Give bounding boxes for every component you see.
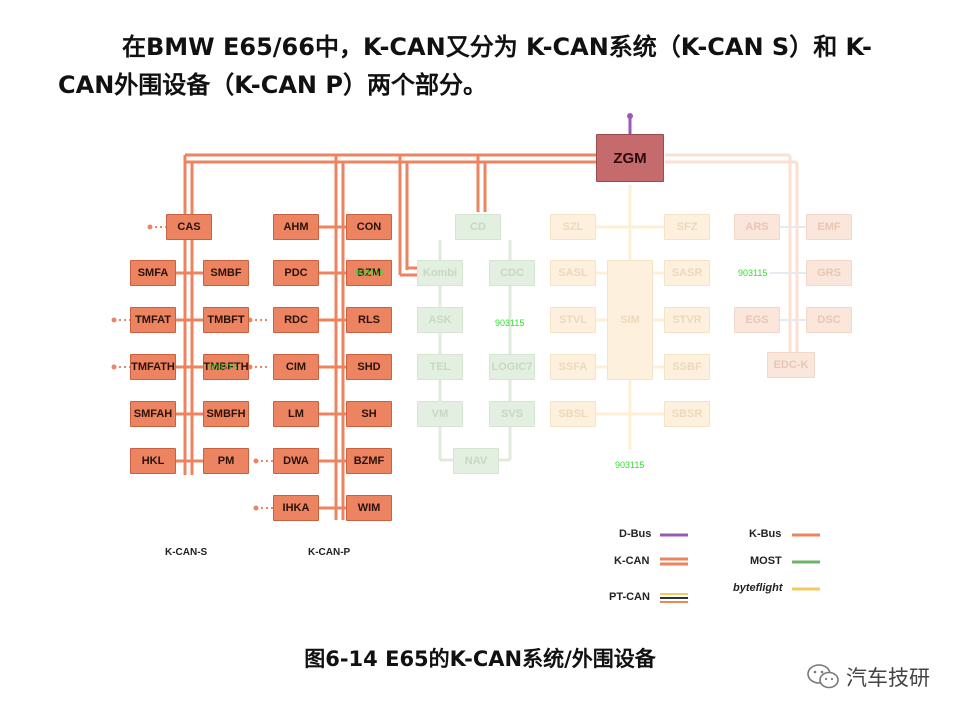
watermark-text: 903115 xyxy=(615,460,645,470)
intro-paragraph: 在BMW E65/66中，K-CAN又分为 K-CAN系统（K-CAN S）和 … xyxy=(58,33,873,99)
module-sh: SH xyxy=(346,401,392,427)
module-pm: PM xyxy=(203,448,249,474)
module-cd: CD xyxy=(455,214,501,240)
module-bzm: BZM xyxy=(346,260,392,286)
module-tmbfth: TMBFTH xyxy=(203,354,249,380)
module-cdc: CDC xyxy=(489,260,535,286)
module-tmfath: TMFATH xyxy=(130,354,176,380)
legend-ptcan: PT-CAN xyxy=(609,591,650,603)
module-smfa: SMFA xyxy=(130,260,176,286)
legend-kcan: K-CAN xyxy=(614,555,650,567)
module-ssfa: SSFA xyxy=(550,354,596,380)
module-hkl: HKL xyxy=(130,448,176,474)
watermark-text: 903115 xyxy=(495,318,525,328)
module-ihka: IHKA xyxy=(273,495,319,521)
module-sbsr: SBSR xyxy=(664,401,710,427)
module-rdc: RDC xyxy=(273,307,319,333)
module-smbfh: SMBFH xyxy=(203,401,249,427)
module-kombi: Kombi xyxy=(417,260,463,286)
module-dwa: DWA xyxy=(273,448,319,474)
module-smbf: SMBF xyxy=(203,260,249,286)
watermark-text: 903115 xyxy=(355,268,385,278)
legend-dbus: D-Bus xyxy=(619,528,652,540)
module-lm: LM xyxy=(273,401,319,427)
module-con: CON xyxy=(346,214,392,240)
module-stvl: STVL xyxy=(550,307,596,333)
brand-badge: 汽车技研 xyxy=(806,662,930,692)
module-svs: SVS xyxy=(489,401,535,427)
module-rls: RLS xyxy=(346,307,392,333)
module-sasr: SASR xyxy=(664,260,710,286)
module-vm: VM xyxy=(417,401,463,427)
module-edc-k: EDC-K xyxy=(767,352,815,378)
module-ssbf: SSBF xyxy=(664,354,710,380)
module-ask: ASK xyxy=(417,307,463,333)
module-tmbft: TMBFT xyxy=(203,307,249,333)
module-cas: CAS xyxy=(166,214,212,240)
module-ahm: AHM xyxy=(273,214,319,240)
watermark-text: 903115 xyxy=(208,362,238,372)
module-pdc: PDC xyxy=(273,260,319,286)
module-stvr: STVR xyxy=(664,307,710,333)
module-dsc: DSC xyxy=(806,307,852,333)
module-shd: SHD xyxy=(346,354,392,380)
module-nav: NAV xyxy=(453,448,499,474)
module-cim: CIM xyxy=(273,354,319,380)
module-emf: EMF xyxy=(806,214,852,240)
module-bzmf: BZMF xyxy=(346,448,392,474)
brand-name: 汽车技研 xyxy=(846,666,930,690)
module-tmfat: TMFAT xyxy=(130,307,176,333)
module-szl: SZL xyxy=(550,214,596,240)
module-sim: SIM xyxy=(607,260,653,380)
watermark-text: 903115 xyxy=(738,268,768,278)
legend-most: MOST xyxy=(750,555,782,567)
module-sfz: SFZ xyxy=(664,214,710,240)
zgm-gateway: ZGM xyxy=(596,134,664,182)
group-label-kcan-s: K-CAN-S xyxy=(165,547,208,558)
module-sbsl: SBSL xyxy=(550,401,596,427)
group-label-kcan-p: K-CAN-P xyxy=(308,547,351,558)
module-ars: ARS xyxy=(734,214,780,240)
wechat-icon xyxy=(807,664,839,689)
figure-caption: 图6-14 E65的K-CAN系统/外围设备 xyxy=(304,647,656,671)
legend-byteflight: byteflight xyxy=(733,582,783,594)
module-grs: GRS xyxy=(806,260,852,286)
module-smfah: SMFAH xyxy=(130,401,176,427)
module-wim: WIM xyxy=(346,495,392,521)
module-tel: TEL xyxy=(417,354,463,380)
module-logic7: LOGIC7 xyxy=(489,354,535,380)
module-sasl: SASL xyxy=(550,260,596,286)
legend-kbus: K-Bus xyxy=(749,528,782,540)
module-egs: EGS xyxy=(734,307,780,333)
